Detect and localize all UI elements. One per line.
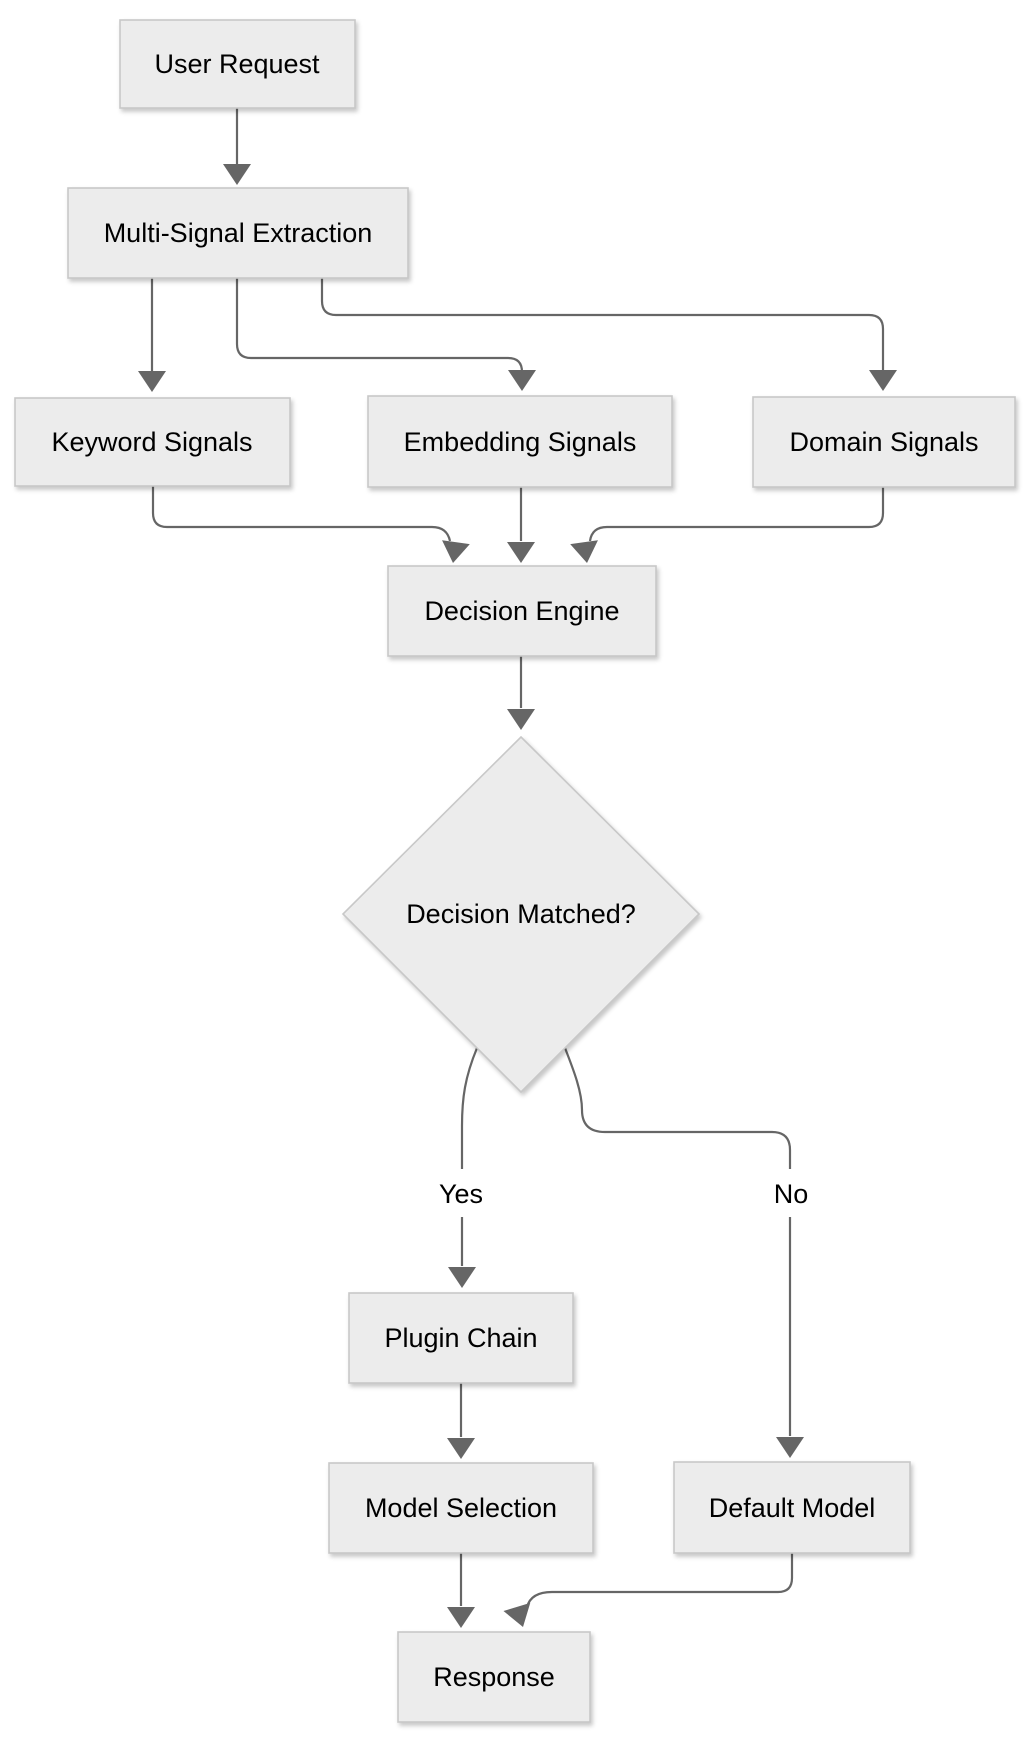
node-keyword-signals-box: [14, 397, 291, 487]
edge-domain-signals-to-decision-engine: [588, 487, 885, 542]
edge-label-bg: [762, 1169, 820, 1217]
node-multi-signal-extraction-label: Multi-Signal Extraction: [104, 218, 373, 248]
arrowhead: [869, 370, 897, 391]
arrowhead: [447, 1438, 475, 1459]
arrowhead: [776, 1437, 804, 1458]
edge-layer: [138, 108, 897, 1628]
node-domain-signals-box: [752, 396, 1016, 488]
edge-default-model-to-response: [525, 1553, 794, 1608]
node-model-selection-label: Model Selection: [365, 1493, 557, 1523]
arrowhead: [508, 370, 536, 391]
node-decision-matched-diamond: [341, 735, 701, 1094]
node-multi-signal-extraction: Multi-Signal Extraction: [67, 187, 409, 279]
edge-label-text: Yes: [439, 1179, 483, 1209]
node-embedding-signals: Embedding Signals: [367, 395, 673, 488]
node-decision-matched-label: Decision Matched?: [406, 899, 636, 929]
node-model-selection: Model Selection: [328, 1462, 594, 1554]
node-keyword-signals-label: Keyword Signals: [51, 427, 252, 457]
arrowhead: [138, 371, 166, 392]
node-default-model-box: [673, 1461, 911, 1554]
arrowhead: [448, 1267, 476, 1288]
edge-decision-matched-to-default-model: [563, 1047, 792, 1436]
edge-label-yes: Yes: [428, 1169, 494, 1217]
node-plugin-chain: Plugin Chain: [348, 1292, 574, 1384]
arrowhead: [223, 164, 251, 185]
node-response: Response: [397, 1631, 591, 1723]
node-decision-engine-box: [387, 565, 657, 657]
arrowhead: [570, 540, 598, 563]
edge-multi-signal-extraction-to-domain-signals: [320, 278, 885, 371]
node-plugin-chain-label: Plugin Chain: [384, 1323, 537, 1353]
arrowhead: [503, 1602, 531, 1627]
node-decision-engine-label: Decision Engine: [424, 596, 619, 626]
node-embedding-signals-label: Embedding Signals: [404, 427, 637, 457]
node-default-model-label: Default Model: [709, 1493, 876, 1523]
node-embedding-signals-box: [367, 395, 673, 488]
arrowhead: [447, 1607, 475, 1628]
node-response-label: Response: [433, 1662, 555, 1692]
edge-keyword-signals-to-decision-engine: [151, 486, 452, 542]
node-default-model: Default Model: [673, 1461, 911, 1554]
arrowhead: [442, 540, 470, 563]
node-user-request-box: [119, 19, 356, 109]
node-domain-signals-label: Domain Signals: [789, 427, 978, 457]
node-user-request: User Request: [119, 19, 356, 109]
arrowhead: [507, 542, 535, 563]
edge-multi-signal-extraction-to-embedding-signals: [235, 278, 524, 373]
node-multi-signal-extraction-box: [67, 187, 409, 279]
arrowhead: [507, 709, 535, 730]
node-decision-matched: Decision Matched?: [341, 735, 701, 1094]
node-model-selection-box: [328, 1462, 594, 1554]
edge-label-no: No: [762, 1169, 820, 1217]
edge-decision-matched-to-plugin-chain: [460, 1047, 479, 1266]
node-decision-engine: Decision Engine: [387, 565, 657, 657]
edge-label-text: No: [774, 1179, 809, 1209]
node-user-request-label: User Request: [154, 49, 320, 79]
node-keyword-signals: Keyword Signals: [14, 397, 291, 487]
node-response-box: [397, 1631, 591, 1723]
node-domain-signals: Domain Signals: [752, 396, 1016, 488]
node-plugin-chain-box: [348, 1292, 574, 1384]
edge-label-bg: [428, 1169, 494, 1217]
